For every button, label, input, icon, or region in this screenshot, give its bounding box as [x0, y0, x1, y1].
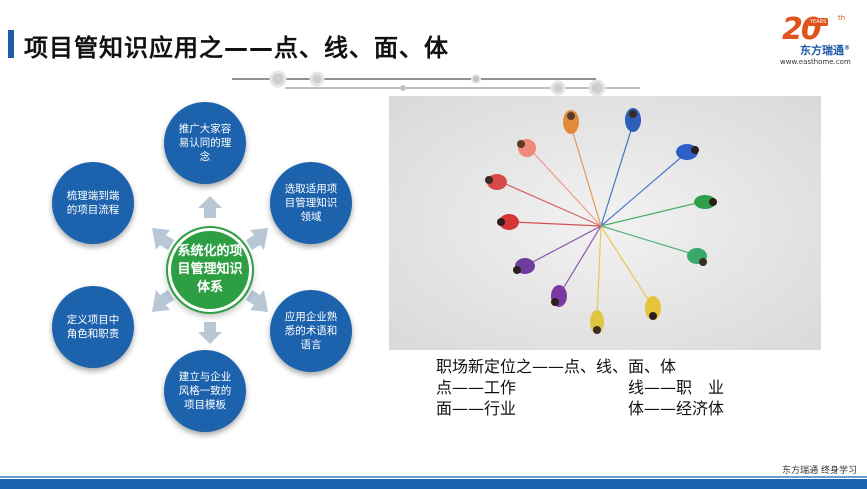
footer-divider: [0, 476, 867, 478]
caption-point: 点——工作: [436, 378, 517, 397]
caption-line-3: 面——行业 体——经济体: [436, 398, 724, 419]
logo-th: th: [838, 14, 846, 22]
caption-line-1: 职场新定位之——点、线、面、体: [436, 357, 677, 376]
arrow-bottom-icon: [198, 322, 222, 344]
slide-title: 项目管知识应用之——点、线、面、体: [24, 34, 449, 62]
arrow-top-left-icon: [152, 228, 174, 250]
diagram-arrows: [152, 196, 268, 344]
logo-brand: 东方瑞通®: [800, 44, 850, 57]
node-top-right: 选取适用项目管理知识领域: [270, 162, 352, 244]
caption-body: 体——经济体: [628, 399, 725, 418]
node-top-left: 梳理端到端的项目流程: [52, 162, 134, 244]
caption-line: 线——职 业: [628, 378, 725, 397]
caption-surface: 面——行业: [436, 399, 517, 418]
center-node: 系统化的项目管理知识体系: [168, 228, 252, 312]
node-bottom: 建立与企业风格一致的项目模板: [164, 350, 246, 432]
logo-anniversary-number: 20: [782, 12, 822, 47]
knowledge-system-diagram: 推广大家容易认同的理念 选取适用项目管理知识领域 应用企业熟悉的术语和语言 建立…: [40, 100, 380, 440]
logo-url: www.easthome.com: [780, 58, 851, 66]
arrow-bottom-left-icon: [152, 290, 174, 312]
arrow-bottom-right-icon: [246, 290, 268, 312]
footer-slogan: 东方瑞通 终身学习: [782, 466, 857, 476]
people-in-circle-illustration: [389, 96, 821, 350]
footer-bar: [0, 479, 867, 489]
logo-years-badge: YEARS: [808, 18, 829, 26]
node-bottom-right: 应用企业熟悉的术语和语言: [270, 290, 352, 372]
arrow-top-icon: [198, 196, 222, 218]
node-bottom-left: 定义项目中角色和职责: [52, 286, 134, 368]
caption-line-2: 点——工作 线——职 业: [436, 377, 724, 398]
team-circle-photo: [389, 96, 821, 350]
title-accent-bar: [8, 30, 14, 58]
company-logo: 20 YEARS th 东方瑞通® www.easthome.com: [778, 12, 860, 70]
caption-block: 职场新定位之——点、线、面、体 点——工作 线——职 业 面——行业 体——经济…: [436, 356, 724, 419]
arrow-top-right-icon: [246, 228, 268, 250]
node-top: 推广大家容易认同的理念: [164, 102, 246, 184]
